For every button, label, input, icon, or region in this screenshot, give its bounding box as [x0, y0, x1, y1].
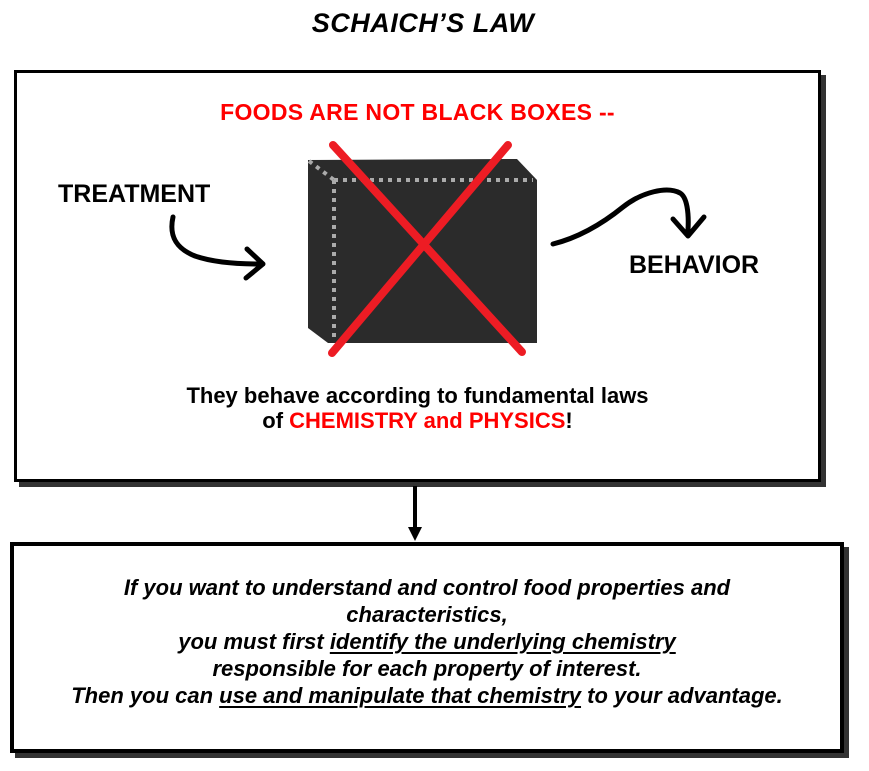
foods-not-black-boxes-panel: FOODS ARE NOT BLACK BOXES -- TREATMENT B… [14, 70, 821, 482]
line5-underlined: use and manipulate that chemistry [219, 683, 582, 708]
conclusion-line-4: responsible for each property of interes… [212, 656, 642, 681]
line5-suffix: to your advantage. [581, 683, 783, 708]
flow-down-arrow-icon [408, 486, 422, 541]
black-box-diagram [169, 141, 707, 357]
conclusion-line-3: you must first identify the underlying c… [14, 628, 840, 655]
conclusion-panel: If you want to understand and control fo… [10, 542, 844, 753]
behavior-arrow-icon [550, 187, 707, 247]
caption-line2-prefix: of [262, 408, 290, 433]
conclusion-line-5: Then you can use and manipulate that che… [14, 682, 840, 709]
conclusion-line-1: If you want to understand and control fo… [123, 575, 731, 600]
line3-underlined: identify the underlying chemistry [329, 629, 676, 654]
red-x-icon [328, 141, 526, 357]
caption-line2-suffix: ! [565, 408, 573, 433]
caption-line-2: of CHEMISTRY and PHYSICS! [17, 408, 818, 433]
behavior-label: BEHAVIOR [629, 251, 760, 279]
panel-caption: They behave according to fundamental law… [17, 383, 818, 433]
line3-prefix: you must first [178, 629, 330, 654]
conclusion-line-2: characteristics, [346, 602, 508, 627]
caption-line2-red-text: CHEMISTRY and PHYSICS [289, 408, 566, 433]
conclusion-text: If you want to understand and control fo… [14, 546, 840, 709]
panel-heading: FOODS ARE NOT BLACK BOXES -- [220, 99, 615, 125]
line5-prefix: Then you can [71, 683, 220, 708]
caption-line-1: They behave according to fundamental law… [186, 383, 649, 408]
page-title: SCHAICH’S LAW [311, 8, 535, 38]
treatment-arrow-icon [169, 214, 266, 281]
treatment-label: TREATMENT [58, 180, 211, 208]
